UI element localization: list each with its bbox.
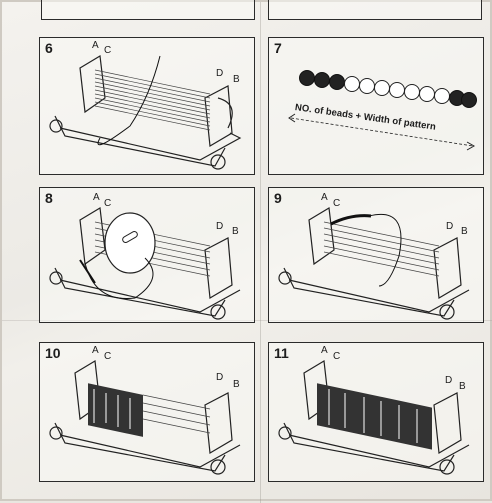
label-a: A bbox=[93, 192, 100, 203]
label-b: B bbox=[233, 379, 240, 390]
dark-bead bbox=[314, 72, 330, 88]
label-b: B bbox=[232, 226, 239, 237]
label-a: A bbox=[92, 345, 99, 356]
dark-bead bbox=[329, 74, 345, 90]
arrow-head-left bbox=[288, 113, 296, 123]
label-a: A bbox=[92, 40, 99, 51]
loom-illustration bbox=[49, 360, 241, 475]
label-a: A bbox=[321, 192, 328, 203]
label-d: D bbox=[446, 221, 454, 232]
label-c: C bbox=[104, 198, 112, 209]
loom-illustration bbox=[49, 207, 241, 320]
label-c: C bbox=[104, 45, 112, 56]
label-a: A bbox=[321, 345, 328, 356]
label-b: B bbox=[233, 74, 240, 85]
warp-threads bbox=[94, 69, 211, 131]
woven-beadwork bbox=[88, 383, 143, 437]
step-number: 9 bbox=[274, 190, 282, 206]
light-bead bbox=[359, 78, 375, 94]
bead-row-illustration bbox=[288, 70, 477, 151]
dark-bead bbox=[299, 70, 315, 86]
bead-strand bbox=[330, 214, 372, 226]
dark-bead bbox=[461, 92, 477, 108]
loom-illustration bbox=[278, 207, 470, 320]
label-b: B bbox=[459, 381, 466, 392]
arrow-head-right bbox=[466, 141, 476, 151]
label-d: D bbox=[445, 375, 453, 386]
paper-fold bbox=[260, 2, 261, 503]
loom-illustration bbox=[278, 360, 470, 475]
label-c: C bbox=[333, 198, 341, 209]
light-bead bbox=[374, 80, 390, 96]
label-c: C bbox=[333, 351, 341, 362]
step-7-panel: 7 NO. of beads + Width of pattern bbox=[268, 37, 484, 175]
step-6-panel: 6 A C D B bbox=[39, 37, 255, 175]
step-8-panel: 8 A C D B bbox=[39, 187, 255, 323]
light-bead bbox=[419, 86, 435, 102]
light-bead bbox=[389, 82, 405, 98]
step-number: 7 bbox=[274, 40, 282, 56]
previous-step-panel-right bbox=[268, 0, 482, 20]
step-number: 11 bbox=[274, 345, 289, 361]
bead-loom bbox=[49, 55, 242, 170]
previous-step-panel-left bbox=[41, 0, 255, 20]
label-c: C bbox=[104, 351, 112, 362]
label-d: D bbox=[216, 221, 224, 232]
step-9-panel: 9 A C D B bbox=[268, 187, 484, 323]
step-number: 10 bbox=[45, 345, 61, 361]
light-bead bbox=[344, 76, 360, 92]
measure-arrow bbox=[290, 117, 474, 147]
needle-thread bbox=[368, 214, 402, 287]
needle-thread bbox=[97, 55, 161, 146]
step-11-panel: 11 A C D B bbox=[268, 342, 484, 482]
needle bbox=[79, 259, 96, 284]
label-d: D bbox=[216, 372, 224, 383]
label-d: D bbox=[216, 68, 224, 79]
woven-beadwork bbox=[317, 383, 432, 450]
light-bead bbox=[434, 88, 450, 104]
step-10-panel: 10 A C D B bbox=[39, 342, 255, 482]
bead-closeup bbox=[122, 231, 138, 243]
label-b: B bbox=[461, 226, 468, 237]
step-number: 8 bbox=[45, 190, 53, 206]
light-bead bbox=[404, 84, 420, 100]
step-number: 6 bbox=[45, 40, 53, 56]
magnifier-circle bbox=[104, 212, 156, 274]
loom-illustration bbox=[49, 55, 242, 170]
